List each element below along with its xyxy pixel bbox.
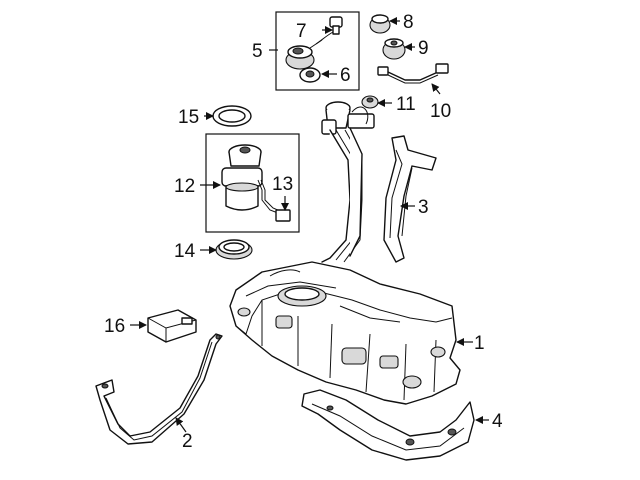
part-5-sender-unit [285,39,323,70]
part-10-harness [377,63,449,84]
callout-9: 9 [418,38,429,59]
callout-13: 13 [272,174,293,195]
callout-1: 1 [474,333,485,354]
callout-4: 4 [492,411,503,432]
part-11-grommet [361,95,379,109]
part-3-heat-shield [383,135,437,263]
leader-lines [130,17,489,433]
callout-14: 14 [174,241,196,262]
part-6-grommet [299,67,321,83]
callout-11: 11 [396,94,416,115]
part-9-seal [382,38,406,60]
callout-15: 15 [178,107,199,128]
leader-2 [175,417,187,433]
part-15-lock-ring [212,105,252,127]
callout-5: 5 [252,41,263,62]
part-12-fuel-pump [221,144,263,211]
callout-6: 6 [340,65,351,86]
part-7-vent-valve [315,16,343,45]
part-4-lower-heat-shield [301,389,475,461]
part-13-level-sensor [257,179,291,222]
filler-neck [321,101,375,263]
callout-7: 7 [296,21,307,42]
callout-16: 16 [104,316,125,337]
part-16-control-module [147,309,197,343]
callout-3: 3 [418,197,429,218]
leader-10 [431,83,441,95]
part-14-seal-ring [215,239,253,260]
part-1-fuel-tank [229,261,461,405]
group-box-5 [275,11,360,91]
part-8-cap [369,14,391,34]
group-box-12 [205,133,300,233]
callout-8: 8 [403,12,414,33]
callout-12: 12 [174,176,195,197]
callout-2: 2 [182,431,193,452]
callout-labels: 1 2 3 4 5 6 7 8 9 10 11 12 13 14 15 16 [104,12,503,452]
callout-10: 10 [430,101,451,122]
part-2-tank-strap [95,333,223,445]
